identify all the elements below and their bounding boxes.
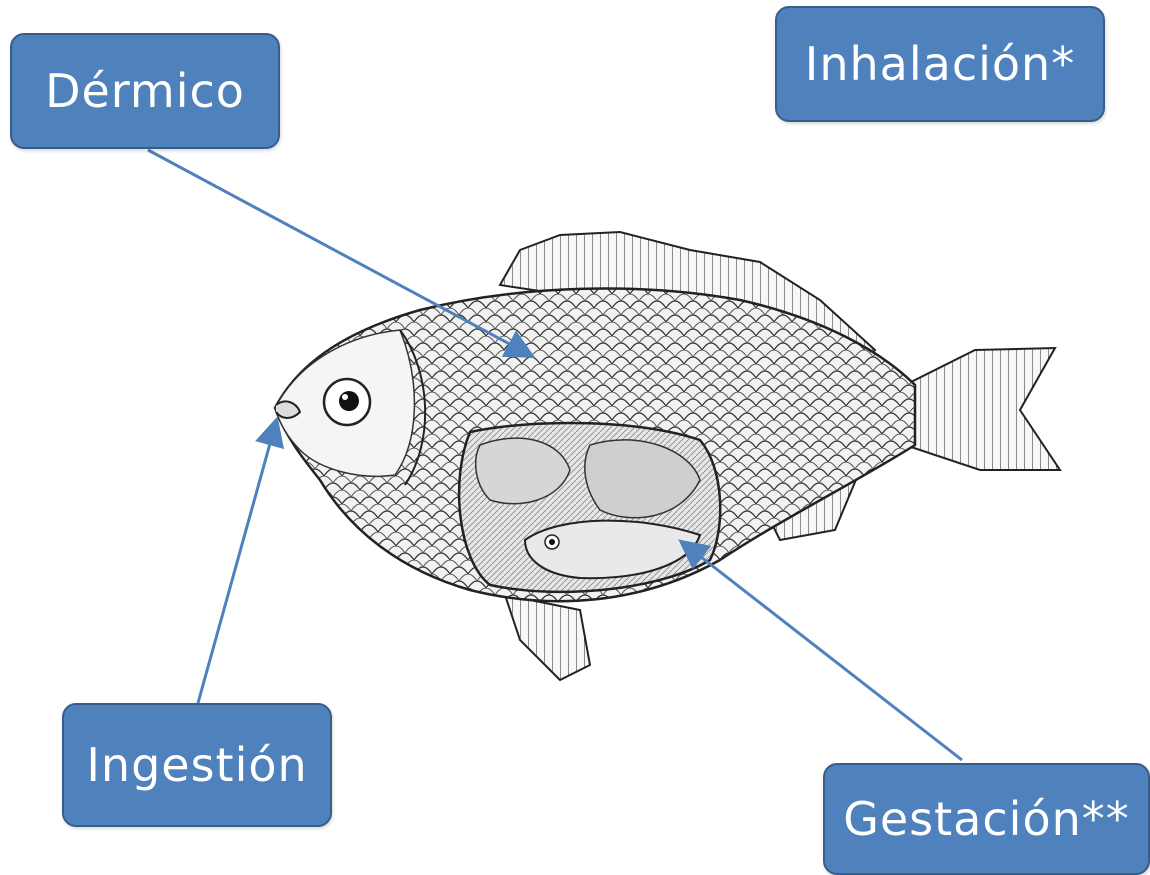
arrow-dermico — [148, 150, 530, 355]
label-ingestion: Ingestión — [62, 703, 332, 827]
fish-pupil — [339, 391, 359, 411]
pelvic-fin — [505, 595, 590, 680]
label-inhalacion: Inhalación* — [775, 6, 1105, 122]
label-dermico: Dérmico — [10, 33, 280, 149]
arrow-ingestion — [198, 422, 276, 703]
arrow-gestacion — [683, 543, 962, 760]
tail-fin — [905, 348, 1060, 470]
label-gestacion: Gestación** — [823, 763, 1150, 875]
